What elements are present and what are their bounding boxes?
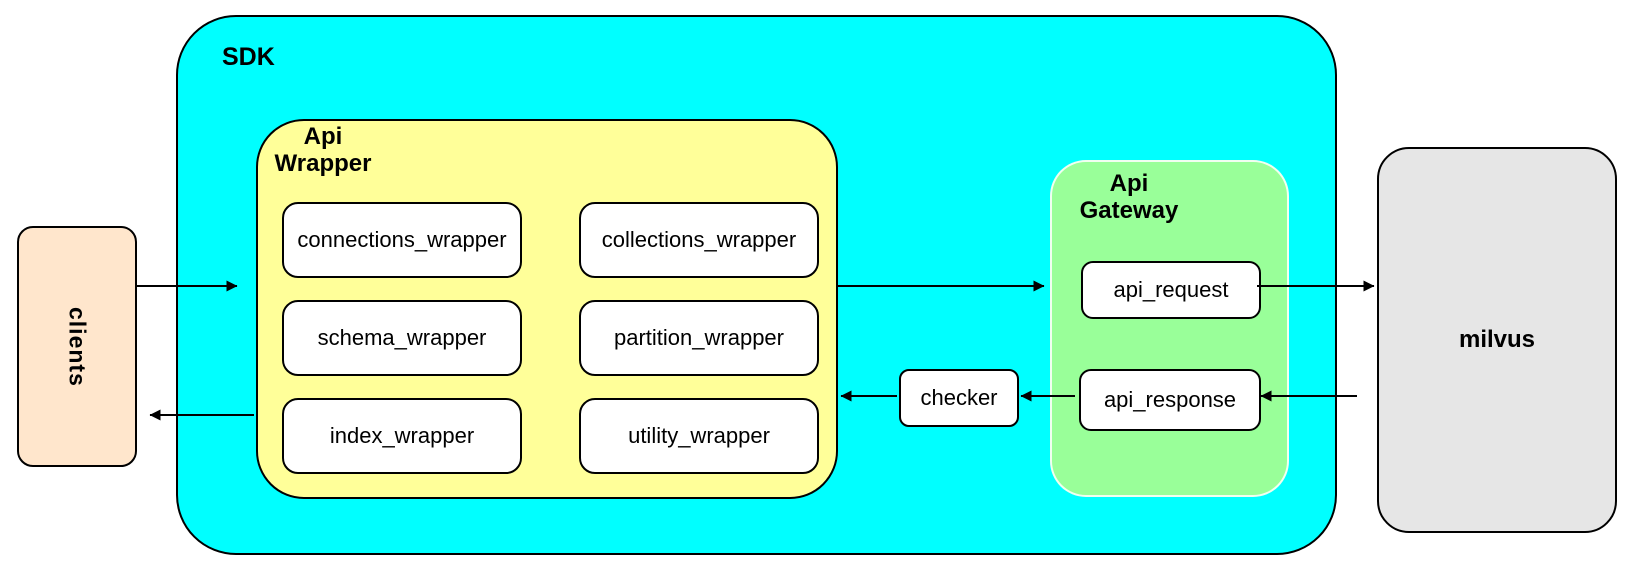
api-gateway-label: Api Gateway xyxy=(1079,170,1179,224)
clients-label: clients xyxy=(64,306,91,387)
clients-box: clients xyxy=(17,226,137,467)
schema-wrapper-node: schema_wrapper xyxy=(282,300,522,376)
sdk-container: SDK Api Wrapper connections_wrapper coll… xyxy=(176,15,1337,555)
sdk-label: SDK xyxy=(222,43,275,71)
api-wrapper-label: Api Wrapper xyxy=(274,123,372,177)
partition-wrapper-node: partition_wrapper xyxy=(579,300,819,376)
api-gateway-container: Api Gateway api_request api_response xyxy=(1050,160,1289,497)
index-wrapper-node: index_wrapper xyxy=(282,398,522,474)
checker-node: checker xyxy=(899,369,1019,427)
api-wrapper-container: Api Wrapper connections_wrapper collecti… xyxy=(256,119,838,499)
milvus-box: milvus xyxy=(1377,147,1617,533)
utility-wrapper-node: utility_wrapper xyxy=(579,398,819,474)
connections-wrapper-node: connections_wrapper xyxy=(282,202,522,278)
api-response-node: api_response xyxy=(1079,369,1261,431)
collections-wrapper-node: collections_wrapper xyxy=(579,202,819,278)
api-request-node: api_request xyxy=(1081,261,1261,319)
milvus-label: milvus xyxy=(1458,326,1536,353)
